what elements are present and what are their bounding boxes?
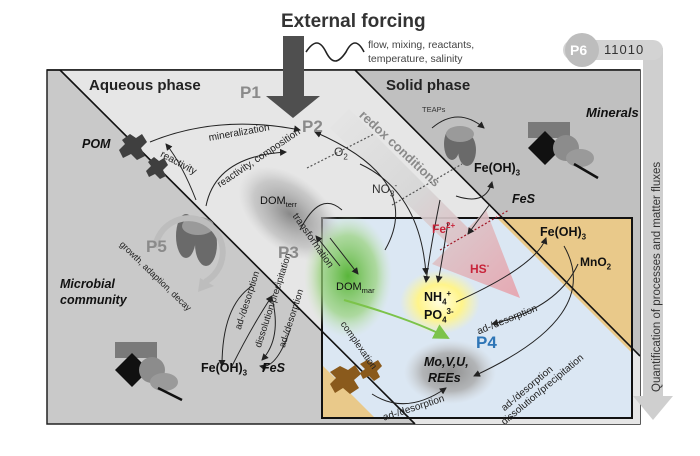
redox-arrow bbox=[330, 109, 520, 298]
p2-label: P2 bbox=[302, 117, 323, 136]
aqueous-phase-label: Aqueous phase bbox=[89, 77, 201, 94]
po4-label: PO43- bbox=[424, 307, 454, 325]
mineral-diamond bbox=[528, 131, 562, 165]
pom-label: POM bbox=[82, 137, 111, 151]
p5-label: P5 bbox=[146, 237, 167, 256]
metals-line1: Mo,V,U, bbox=[424, 355, 469, 369]
forcing-wave bbox=[305, 42, 365, 62]
side-caption: Quantification of processes and matter f… bbox=[651, 161, 663, 392]
growth-cycle-arrow bbox=[152, 215, 226, 285]
forcing-details-line2: temperature, salinity bbox=[368, 53, 463, 65]
feoh3-aqueous-label: Fe(OH)3 bbox=[201, 361, 248, 378]
pom-particle bbox=[119, 134, 147, 160]
p6-label: P6 bbox=[570, 42, 588, 58]
feoh3-p4-label: Fe(OH)3 bbox=[540, 225, 587, 242]
solid-phase-label: Solid phase bbox=[386, 77, 471, 94]
forcing-arrow bbox=[266, 36, 320, 118]
microbial-label-line2: community bbox=[60, 293, 127, 307]
dom-terr-label: DOMterr bbox=[260, 195, 297, 210]
nutrient-glow bbox=[400, 270, 480, 334]
fes-solid-label: FeS bbox=[512, 192, 535, 206]
aqueous-boundary bbox=[59, 69, 416, 425]
mineral-block bbox=[528, 122, 570, 138]
minerals-title: Minerals bbox=[586, 105, 639, 120]
nh4-label: NH4+ bbox=[424, 289, 452, 307]
p1-label: P1 bbox=[240, 83, 261, 102]
p4-label: P4 bbox=[476, 333, 497, 352]
dom-mar-label: DOMmar bbox=[336, 281, 375, 296]
p4-water-region bbox=[322, 218, 632, 418]
o2-label: O2 bbox=[334, 145, 348, 162]
microbial-label-line1: Microbial bbox=[60, 277, 115, 291]
metals-line2: REEs bbox=[428, 371, 461, 385]
pom-particle-brown bbox=[360, 360, 382, 381]
pom-particle bbox=[146, 157, 168, 179]
fes-aqueous-label: FeS bbox=[262, 361, 285, 375]
p6-badge bbox=[565, 33, 599, 67]
p3-label: P3 bbox=[278, 243, 299, 262]
complexation-arrow bbox=[343, 299, 450, 339]
fe2-label: Fe2+ bbox=[432, 221, 456, 236]
forcing-details-line1: flow, mixing, reactants, bbox=[368, 39, 475, 51]
dom-mar-cloud bbox=[304, 214, 392, 338]
p6-bar bbox=[643, 48, 663, 396]
feoh3-solid-label: Fe(OH)3 bbox=[474, 161, 521, 178]
p6-arrow-head bbox=[633, 396, 673, 420]
metal-cloud bbox=[404, 340, 496, 404]
no3-label: NO3- bbox=[372, 181, 398, 199]
teaps-label: TEAPs bbox=[422, 105, 446, 114]
hs-label: HS- bbox=[470, 261, 490, 276]
forcing-title: External forcing bbox=[281, 11, 426, 32]
pom-particle-brown bbox=[330, 365, 361, 394]
mno2-label: MnO2 bbox=[580, 255, 612, 272]
p6-bits: 11010 bbox=[604, 42, 645, 57]
solid-boundary bbox=[354, 69, 641, 357]
